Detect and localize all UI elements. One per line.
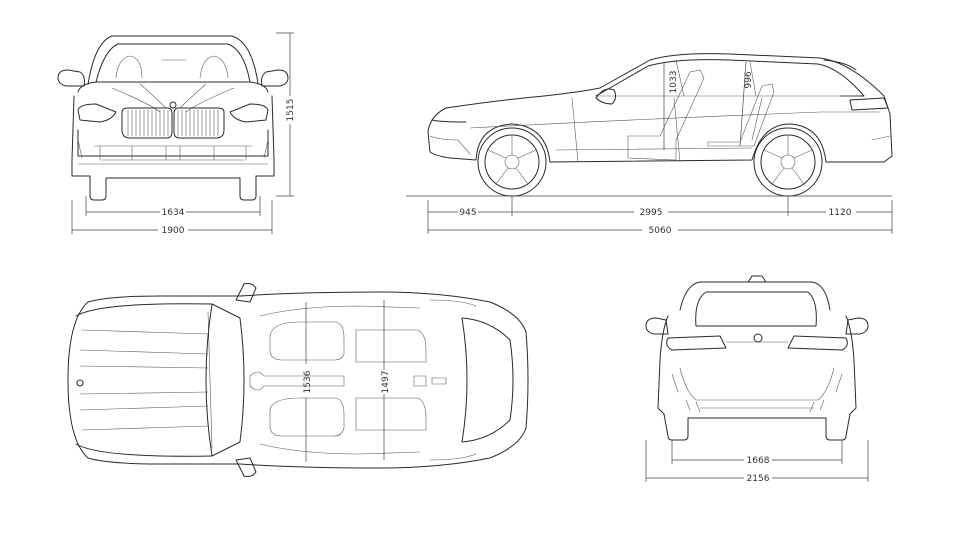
rear-overhang-label: 1120 [829,208,852,218]
front-width-label: 1900 [162,226,185,236]
length-label: 5060 [649,226,672,236]
rear-headroom-label: 996 [744,71,754,88]
rear-track-label: 1668 [747,456,770,466]
rear-shoulder-label: 1497 [381,371,391,394]
front-shoulder-label: 1536 [303,370,313,393]
height-label: 1515 [286,99,296,122]
front-track-label: 1634 [162,208,185,218]
wheelbase-label: 2995 [640,208,663,218]
front-dimension-lines [71,32,294,234]
front-overhang-label: 945 [459,208,476,218]
rear-dimension-lines [645,440,869,482]
width-mirrors-label: 2156 [747,474,770,484]
front-headroom-label: 1033 [669,71,679,94]
rear-view [645,275,869,441]
side-dimension-lines [427,61,893,234]
top-view [67,283,529,477]
front-view [57,35,289,201]
side-view [406,53,893,197]
top-dimension-lines [305,300,385,462]
